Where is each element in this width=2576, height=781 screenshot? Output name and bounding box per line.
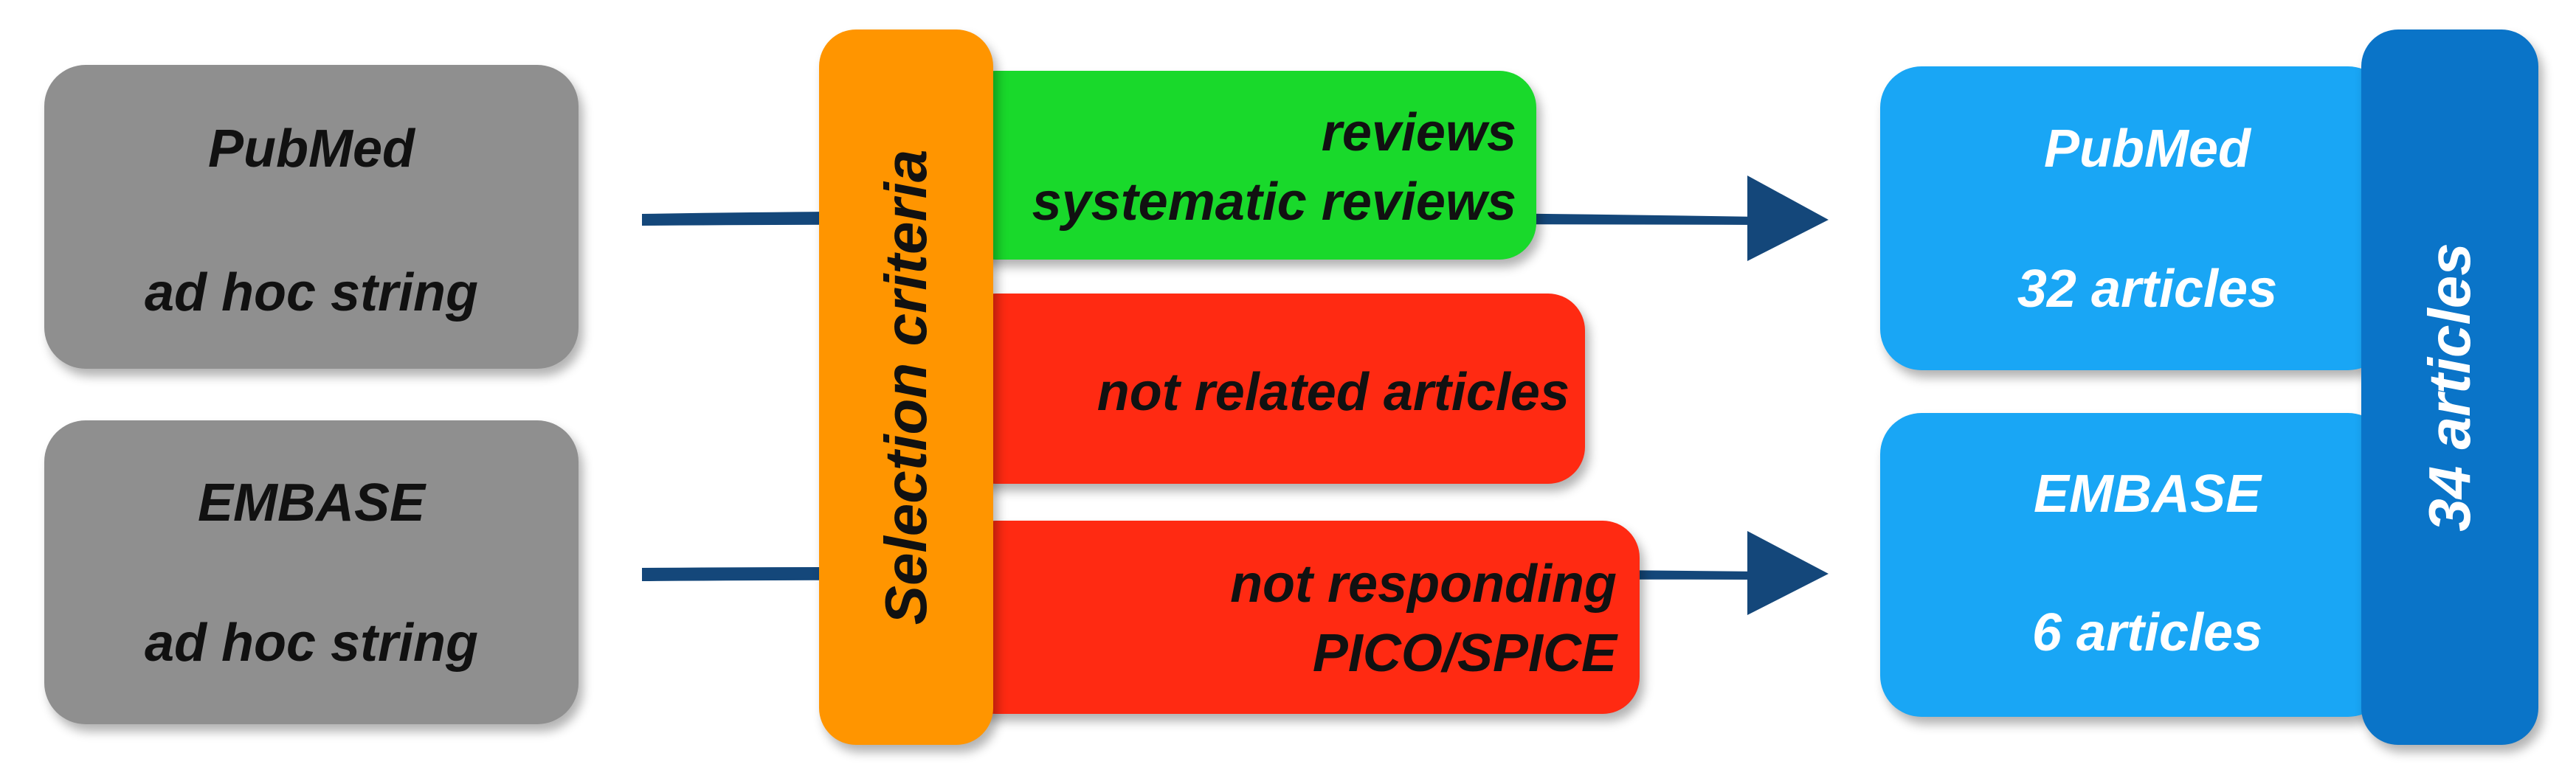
total-articles-bar <box>2361 29 2538 745</box>
arrow-head-bottom <box>1747 531 1829 615</box>
exclude-pico-line-2: PICO/SPICE <box>1312 624 1617 683</box>
exclude-related-box <box>959 294 1585 484</box>
result-box-pubmed <box>1880 66 2389 370</box>
include-line-2: systematic reviews <box>1032 173 1516 232</box>
source-pubmed-title: PubMed <box>208 119 415 178</box>
include-line-1: reviews <box>1321 103 1516 162</box>
include-box <box>959 71 1536 260</box>
selection-criteria-bar <box>819 29 993 745</box>
exclude-pico-line-1: not responding <box>1230 555 1617 614</box>
result-pubmed-title: PubMed <box>2044 119 2251 178</box>
source-box-pubmed <box>44 65 579 369</box>
exclude-pico-box <box>959 521 1640 714</box>
result-embase-title: EMBASE <box>2033 465 2262 524</box>
selection-criteria-label: Selection criteria <box>873 149 939 625</box>
result-embase-count: 6 articles <box>2031 603 2263 662</box>
result-box-embase <box>1880 413 2389 717</box>
exclude-related-text: not related articles <box>1097 363 1570 422</box>
source-pubmed-query: ad hoc string <box>144 263 479 322</box>
source-embase-title: EMBASE <box>197 473 426 532</box>
total-articles-label: 34 articles <box>2417 243 2482 532</box>
arrow-head-top <box>1747 176 1829 261</box>
result-pubmed-count: 32 articles <box>2017 260 2278 319</box>
source-box-embase <box>44 420 579 724</box>
source-embase-query: ad hoc string <box>144 614 479 673</box>
